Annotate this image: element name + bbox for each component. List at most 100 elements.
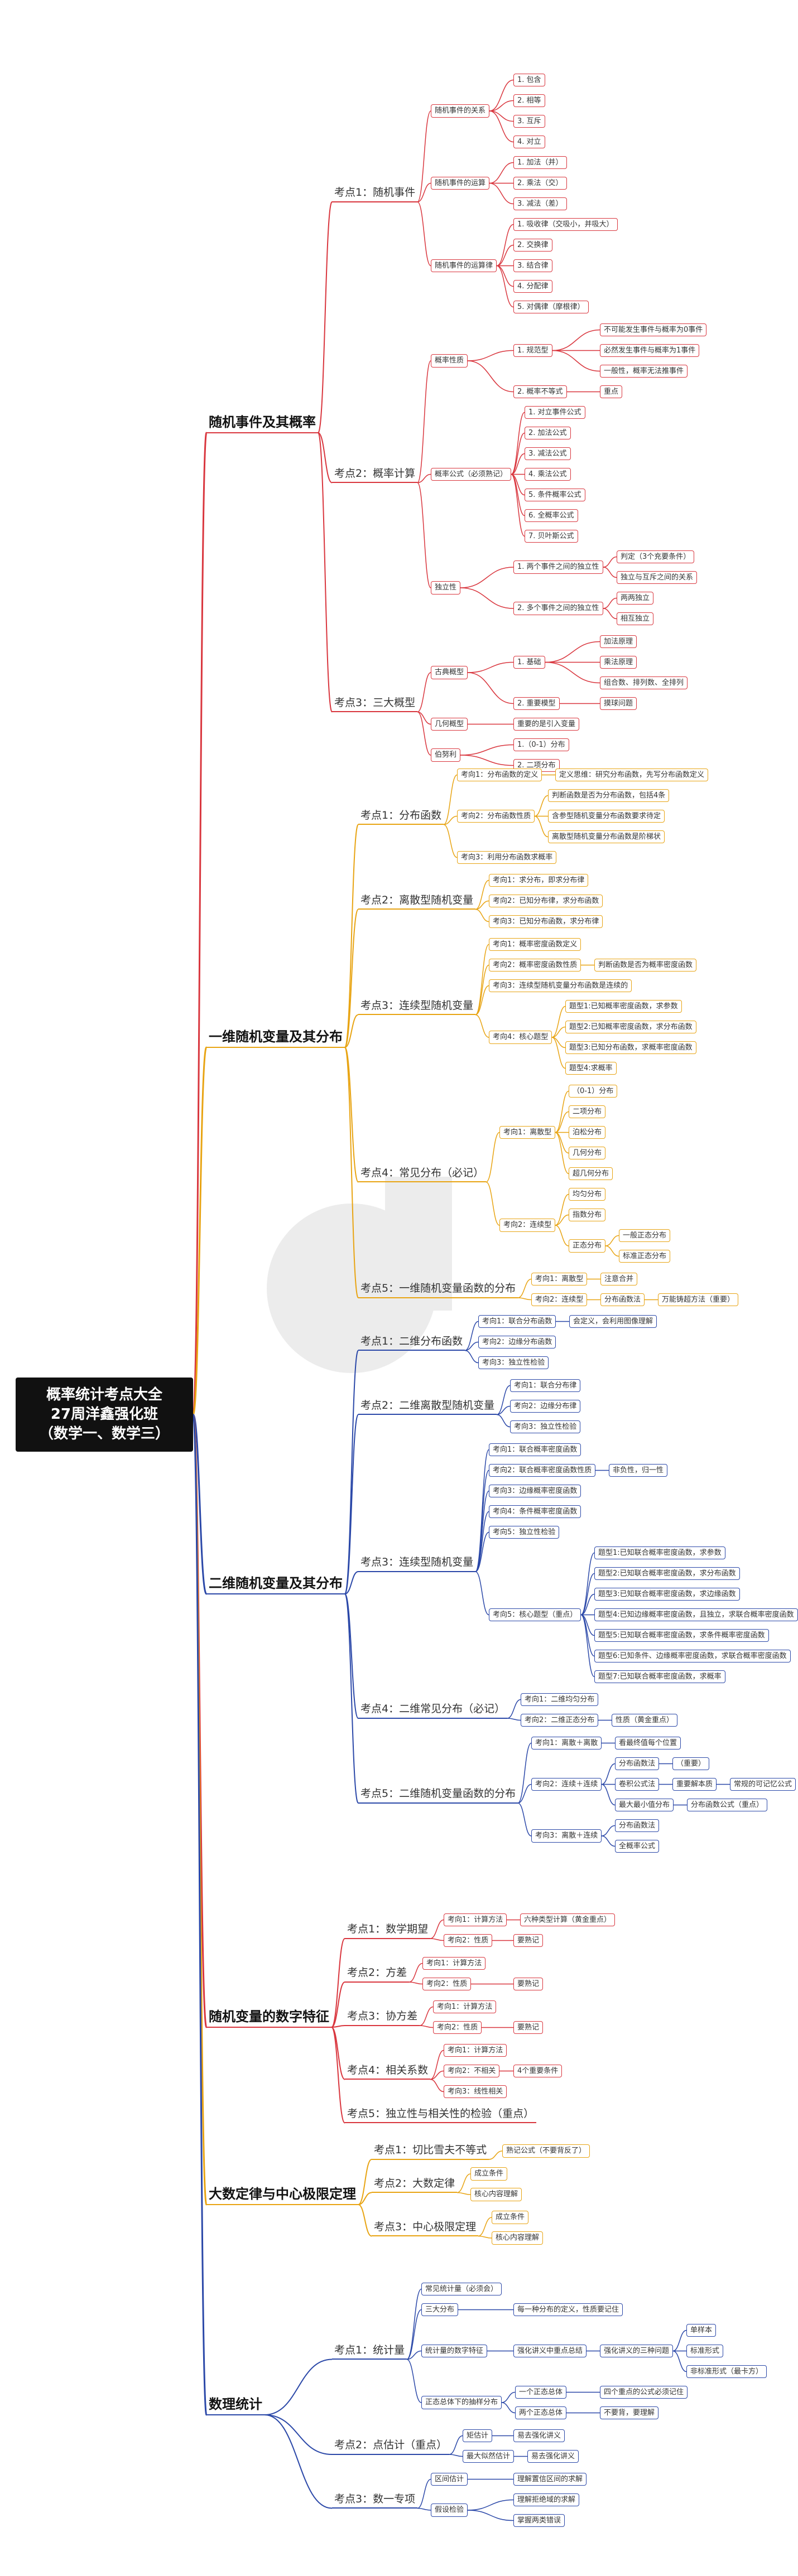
mind-map-node-d4[interactable]: 5. 对偶律（摩根律） <box>513 300 589 314</box>
mind-map-node-d4[interactable]: 题型3:已知联合概率密度函数，求边缘函数 <box>594 1587 740 1601</box>
mind-map-node-d2[interactable]: 考点1：切比雪夫不等式 <box>372 2142 489 2160</box>
mind-map-node-d3[interactable]: 考向1：概率密度函数定义 <box>489 937 581 951</box>
mind-map-node-d3[interactable]: 考向1：计算方法 <box>444 2043 507 2057</box>
mind-map-node-d5[interactable]: 分布函数公式（重点） <box>687 1798 768 1812</box>
mind-map-node-d3[interactable]: 几何概型 <box>431 717 468 731</box>
mind-map-node-d3[interactable]: 考向1：计算方法 <box>444 1913 507 1927</box>
mind-map-node-d2[interactable]: 考点2：二维离散型随机变量 <box>358 1398 497 1415</box>
mind-map-node-d3[interactable]: 古典概型 <box>431 666 468 679</box>
mind-map-node-d2[interactable]: 考点2：方差 <box>345 1965 410 1983</box>
mind-map-node-d4[interactable]: 2. 重要模型 <box>513 697 560 711</box>
mind-map-node-d3[interactable]: 考向1：分布函数的定义 <box>457 768 542 782</box>
mind-map-node-d3[interactable]: 考向3：离散＋连续 <box>531 1829 602 1843</box>
mind-map-node-d3[interactable]: 考向2：二维正态分布 <box>521 1713 599 1727</box>
mind-map-node-d6[interactable]: 单样本 <box>686 2323 717 2337</box>
mind-map-node-d4[interactable]: 1. 规范型 <box>513 344 552 357</box>
mind-map-node-d4[interactable]: 指数分布 <box>569 1208 606 1222</box>
mind-map-node-d4[interactable]: 1. 基础 <box>513 655 545 669</box>
mind-map-node-d3[interactable]: 成立条件 <box>492 2211 529 2224</box>
mind-map-node-d5[interactable]: 判定（3个充要条件） <box>617 550 695 564</box>
mind-map-node-d4[interactable]: 理解置信区间的求解 <box>513 2472 587 2486</box>
mind-map-node-d4[interactable]: 要熟记 <box>513 1977 544 1991</box>
mind-map-node-d4[interactable]: 超几何分布 <box>569 1167 613 1181</box>
mind-map-node-d5[interactable]: 标准正态分布 <box>619 1249 671 1263</box>
mind-map-node-d3[interactable]: 考向2：不相关 <box>444 2064 500 2078</box>
mind-map-node-d3[interactable]: 考向3：边缘概率密度函数 <box>489 1484 581 1498</box>
mind-map-node-d1[interactable]: 二维随机变量及其分布 <box>206 1573 345 1595</box>
mind-map-node-d4[interactable]: 4. 乘法公式 <box>525 467 571 481</box>
mind-map-node-d6[interactable]: 非标准形式（最卡方） <box>686 2365 767 2379</box>
mind-map-node-d3[interactable]: 考向2：性质 <box>422 1977 472 1991</box>
mind-map-node-d2[interactable]: 考点3：数一专项 <box>332 2491 418 2509</box>
mind-map-node-d5[interactable]: 强化讲义的三种问题 <box>600 2344 674 2358</box>
mind-map-node-d4[interactable]: 分布函数法 <box>615 1819 660 1833</box>
mind-map-node-d3[interactable]: 考向2：连续型 <box>531 1293 588 1307</box>
mind-map-node-d4[interactable]: 2. 乘法（交） <box>513 176 567 190</box>
mind-map-node-d2[interactable]: 考点5：二维随机变量函数的分布 <box>358 1786 518 1804</box>
mind-map-node-d2[interactable]: 考点4：常见分布（必记） <box>358 1165 487 1183</box>
mind-map-node-d3[interactable]: 考向2：连续型 <box>499 1219 556 1232</box>
mind-map-node-d3[interactable]: 考向2：边缘分布函数 <box>478 1335 556 1349</box>
mind-map-node-d4[interactable]: 2. 加法公式 <box>525 426 571 440</box>
mind-map-node-d5[interactable]: 一般正态分布 <box>619 1229 671 1243</box>
mind-map-node-d3[interactable]: 考向2：已知分布律，求分布函数 <box>489 894 603 908</box>
mind-map-node-d3[interactable]: 考向1：离散＋离散 <box>531 1736 602 1750</box>
mind-map-node-d4[interactable]: 7. 贝叶斯公式 <box>525 529 578 543</box>
mind-map-node-d5[interactable]: 不要背，要理解 <box>600 2406 659 2420</box>
mind-map-node-d4[interactable]: 掌握两类错误 <box>513 2514 565 2527</box>
mind-map-node-d3[interactable]: 考向2：性质 <box>433 2021 482 2034</box>
mind-map-node-d3[interactable]: 常见统计量（必须会） <box>421 2282 502 2296</box>
mind-map-node-d2[interactable]: 考点2：大数定律 <box>372 2176 458 2193</box>
mind-map-node-d2[interactable]: 考点5：一维随机变量函数的分布 <box>358 1280 518 1298</box>
mind-map-node-d3[interactable]: 考向2：联合概率密度函数性质 <box>489 1463 596 1477</box>
mind-map-node-d3[interactable]: 统计量的数字特征 <box>421 2344 488 2358</box>
mind-map-node-d1[interactable]: 大数定律与中心极限定理 <box>206 2184 358 2206</box>
mind-map-node-d4[interactable]: 2. 概率不等式 <box>513 385 567 399</box>
mind-map-node-d5[interactable]: 乘法原理 <box>600 655 637 669</box>
mind-map-node-d4[interactable]: 题型4:已知边缘概率密度函数，且独立，求联合概率密度函数 <box>594 1608 798 1622</box>
mind-map-node-d3[interactable]: 考向2：分布函数性质 <box>457 809 535 823</box>
mind-map-node-d3[interactable]: 假设检验 <box>431 2503 468 2517</box>
mind-map-node-d4[interactable]: 题型5:已知联合概率密度函数，求条件概率密度函数 <box>594 1628 769 1642</box>
mind-map-node-d1[interactable]: 随机事件及其概率 <box>206 412 318 434</box>
mind-map-node-d4[interactable]: 判断函数是否为概率密度函数 <box>594 958 697 972</box>
mind-map-node-d3[interactable]: 核心内容理解 <box>470 2188 522 2201</box>
mind-map-node-d2[interactable]: 考点4：二维常见分布（必记） <box>358 1701 508 1719</box>
mind-map-node-d5[interactable]: 必然发生事件与概率为1事件 <box>600 344 700 357</box>
mind-map-node-d4[interactable]: 卷积公式法 <box>615 1777 660 1791</box>
mind-map-node-d2[interactable]: 考点1：分布函数 <box>358 808 444 825</box>
mind-map-node-d2[interactable]: 考点3：连续型随机变量 <box>358 998 476 1016</box>
mind-map-node-d4[interactable]: 3. 减法（差） <box>513 197 567 211</box>
mind-map-node-d5[interactable]: 独立与互斥之间的关系 <box>617 571 698 584</box>
mind-map-node-d4[interactable]: 离散型随机变量分布函数是阶梯状 <box>548 830 665 844</box>
mind-map-node-d2[interactable]: 考点3：连续型随机变量 <box>358 1554 476 1572</box>
mind-map-node-d6[interactable]: 标准形式 <box>686 2344 724 2358</box>
mind-map-node-d4[interactable]: 5. 条件概率公式 <box>525 488 585 502</box>
mind-map-node-d3[interactable]: 考向1：二维均匀分布 <box>521 1693 599 1707</box>
mind-map-node-d2[interactable]: 考点1：随机事件 <box>332 185 418 202</box>
mind-map-node-d3[interactable]: 考向1：求分布，即求分布律 <box>489 873 589 887</box>
mind-map-node-d4[interactable]: （0-1）分布 <box>569 1084 618 1098</box>
mind-map-node-d5[interactable]: 两两独立 <box>617 591 654 605</box>
mind-map-node-d4[interactable]: 易去强化讲义 <box>527 2449 579 2463</box>
mind-map-node-d4[interactable]: 2. 交换律 <box>513 238 552 252</box>
mind-map-node-d4[interactable]: 泊松分布 <box>569 1125 606 1139</box>
mind-map-node-d3[interactable]: 最大似然估计 <box>463 2449 515 2463</box>
mind-map-node-d4[interactable]: 性质（黄金重点） <box>612 1713 678 1727</box>
mind-map-node-d3[interactable]: 随机事件的关系 <box>431 104 490 118</box>
mind-map-node-d4[interactable]: 会定义，会利用图像理解 <box>569 1314 657 1328</box>
mind-map-node-d6[interactable]: 常规的可记忆公式 <box>730 1777 796 1791</box>
mind-map-node-d5[interactable]: 重点 <box>600 385 623 399</box>
mind-map-node-d4[interactable]: 看最终值每个位置 <box>615 1736 681 1750</box>
mind-map-node-d4[interactable]: 每一种分布的定义，性质要记住 <box>513 2303 623 2317</box>
mind-map-node-d3[interactable]: 三大分布 <box>421 2303 459 2317</box>
mind-map-node-d4[interactable]: 两个正态总体 <box>515 2406 567 2420</box>
mind-map-node-d4[interactable]: 1. 对立事件公式 <box>525 405 585 419</box>
mind-map-node-d4[interactable]: 题型6:已知条件、边缘概率密度函数，求联合概率密度函数 <box>594 1649 791 1663</box>
mind-map-node-d5[interactable]: 万能铸超方法（重要） <box>658 1293 739 1307</box>
mind-map-node-d3[interactable]: 随机事件的运算 <box>431 176 490 190</box>
mind-map-node-d3[interactable]: 考向3：独立性检验 <box>510 1420 581 1434</box>
mind-map-node-d4[interactable]: 2. 多个事件之间的独立性 <box>513 602 603 615</box>
mind-map-node-d3[interactable]: 考向2：性质 <box>444 1934 493 1947</box>
mind-map-node-d3[interactable]: 考向1：联合分布律 <box>510 1379 581 1393</box>
